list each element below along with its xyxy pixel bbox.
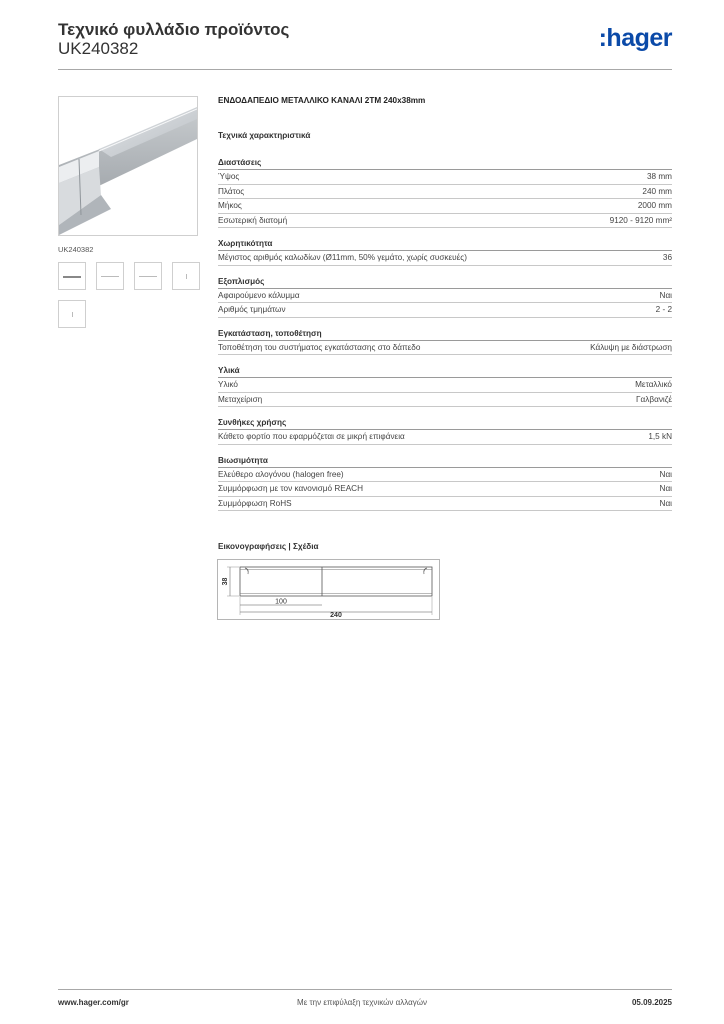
- section-capacity: Χωρητικότητα Μέγιστος αριθμός καλωδίων (…: [218, 238, 672, 266]
- spec-value: 38 mm: [646, 172, 672, 181]
- section-title: Εξοπλισμός: [218, 276, 672, 289]
- spec-row: Συμμόρφωση RoHS Ναι: [218, 497, 672, 511]
- header-divider: [58, 69, 672, 70]
- spec-label: Ελεύθερο αλογόνου (halogen free): [218, 469, 344, 479]
- spec-label: Αφαιρούμενο κάλυμμα: [218, 290, 300, 300]
- thumbnail-1[interactable]: [58, 262, 86, 290]
- spec-label: Μεταχείριση: [218, 394, 263, 404]
- spec-label: Υλικό: [218, 380, 238, 389]
- spec-value: Ναι: [659, 469, 672, 479]
- height-dimension-label: 38: [222, 578, 229, 586]
- section-usage-conditions: Συνθήκες χρήσης Κάθετο φορτίο που εφαρμό…: [218, 417, 672, 445]
- spec-value: Κάλυψη με διάστρωση: [590, 342, 672, 352]
- product-image[interactable]: [58, 96, 198, 236]
- illustrations-heading: Εικονογραφήσεις | Σχέδια: [218, 542, 319, 551]
- duct-outline: [239, 566, 433, 597]
- spec-value: Ναι: [659, 498, 672, 508]
- thumbnail-5[interactable]: [58, 300, 86, 328]
- partial-dimension-label: 100: [275, 599, 287, 606]
- product-code: UK240382: [58, 39, 139, 58]
- product-image-caption: UK240382: [58, 245, 94, 254]
- spec-row: Μέγιστος αριθμός καλωδίων (Ø11mm, 50% γε…: [218, 251, 672, 266]
- section-title: Διαστάσεις: [218, 157, 672, 170]
- spec-value: Μεταλλικό: [635, 380, 672, 389]
- spec-label: Αριθμός τμημάτων: [218, 305, 286, 314]
- spec-row: Υλικό Μεταλλικό: [218, 378, 672, 393]
- spec-label: Τοποθέτηση του συστήματος εγκατάστασης σ…: [218, 342, 421, 352]
- width-dimension-label: 240: [330, 612, 342, 619]
- footer-note: Με την επιφύλαξη τεχνικών αλλαγών: [297, 998, 427, 1007]
- page-header: Τεχνικό φυλλάδιο προϊόντος UK240382 :hag…: [58, 20, 673, 68]
- section-equipment: Εξοπλισμός Αφαιρούμενο κάλυμμα Ναι Αριθμό…: [218, 276, 672, 318]
- spec-row: Αφαιρούμενο κάλυμμα Ναι: [218, 289, 672, 303]
- section-title: Υλικά: [218, 365, 672, 378]
- thumbnail-2[interactable]: [96, 262, 124, 290]
- spec-label: Εσωτερική διατομή: [218, 215, 288, 225]
- technical-drawing[interactable]: 38 100 240: [217, 559, 440, 620]
- footer-website-link[interactable]: www.hager.com/gr: [58, 998, 129, 1007]
- section-sustainability: Βιωσιμότητα Ελεύθερο αλογόνου (halogen f…: [218, 455, 672, 511]
- section-title: Χωρητικότητα: [218, 238, 672, 251]
- section-installation: Εγκατάσταση, τοποθέτηση Τοποθέτηση του σ…: [218, 328, 672, 355]
- thumbnail-mark: [72, 312, 73, 317]
- spec-value: 1,5 kN: [648, 432, 672, 441]
- spec-row: Μεταχείριση Γαλβανιζέ: [218, 393, 672, 407]
- spec-value: 240 mm: [642, 186, 672, 196]
- product-name: ΕΝΔΟΔΑΠΕΔΙΟ ΜΕΤΑΛΛΙΚΟ ΚΑΝΑΛΙ 2ΤΜ 240x38m…: [218, 96, 426, 105]
- section-materials: Υλικά Υλικό Μεταλλικό Μεταχείριση Γαλβανιζ…: [218, 365, 672, 407]
- left-lip: [244, 567, 249, 575]
- spec-value: Ναι: [659, 290, 672, 300]
- spec-label: Κάθετο φορτίο που εφαρμόζεται σε μικρή ε…: [218, 432, 405, 441]
- spec-label: Συμμόρφωση με τον κανονισμό REACH: [218, 484, 363, 493]
- spec-row: Συμμόρφωση με τον κανονισμό REACH Ναι: [218, 482, 672, 497]
- duct-cross-section-drawing: 38 100 240: [222, 566, 433, 619]
- spec-row: Τοποθέτηση του συστήματος εγκατάστασης σ…: [218, 341, 672, 355]
- hager-logo: :hager: [598, 24, 673, 52]
- thumbnail-line: [139, 276, 157, 277]
- spec-row: Μήκος 2000 mm: [218, 199, 672, 214]
- spec-label: Μέγιστος αριθμός καλωδίων (Ø11mm, 50% γε…: [218, 253, 467, 262]
- document-title: Τεχνικό φυλλάδιο προϊόντος: [58, 20, 290, 39]
- spec-row: Πλάτος 240 mm: [218, 185, 672, 199]
- thumbnail-4[interactable]: [172, 262, 200, 290]
- specifications-panel: ΕΝΔΟΔΑΠΕΔΙΟ ΜΕΤΑΛΛΙΚΟ ΚΑΝΑΛΙ 2ΤΜ 240x38m…: [218, 96, 672, 521]
- spec-value: 9120 - 9120 mm²: [609, 215, 672, 225]
- spec-label: Ύψος: [218, 172, 240, 181]
- spec-label: Συμμόρφωση RoHS: [218, 498, 292, 508]
- spec-value: 2 - 2: [655, 305, 672, 314]
- spec-label: Μήκος: [218, 201, 242, 210]
- thumbnail-line: [63, 276, 81, 278]
- spec-value: 2000 mm: [637, 201, 672, 210]
- spec-value: Γαλβανιζέ: [636, 394, 672, 404]
- thumbnail-line: [101, 276, 119, 277]
- section-title: Εγκατάσταση, τοποθέτηση: [218, 328, 672, 341]
- cable-duct-illustration: [59, 107, 197, 235]
- technical-characteristics-heading: Τεχνικά χαρακτηριστικά: [218, 131, 311, 140]
- footer-divider: [58, 989, 672, 990]
- spec-row: Εσωτερική διατομή 9120 - 9120 mm²: [218, 214, 672, 228]
- spec-label: Πλάτος: [218, 186, 245, 196]
- footer-date: 05.09.2025: [631, 998, 672, 1007]
- spec-row: Ύψος 38 mm: [218, 170, 672, 185]
- spec-value: Ναι: [659, 484, 672, 493]
- thumbnail-3[interactable]: [134, 262, 162, 290]
- spec-row: Ελεύθερο αλογόνου (halogen free) Ναι: [218, 468, 672, 482]
- section-dimensions: Διαστάσεις Ύψος 38 mm Πλάτος 240 mm Μήκος 2…: [218, 157, 672, 228]
- spec-row: Αριθμός τμημάτων 2 - 2: [218, 303, 672, 318]
- right-lip: [423, 567, 428, 575]
- section-title: Βιωσιμότητα: [218, 455, 672, 468]
- thumbnail-mark: [186, 274, 187, 279]
- spec-row: Κάθετο φορτίο που εφαρμόζεται σε μικρή ε…: [218, 430, 672, 445]
- section-title: Συνθήκες χρήσης: [218, 417, 672, 430]
- spec-value: 36: [662, 253, 672, 262]
